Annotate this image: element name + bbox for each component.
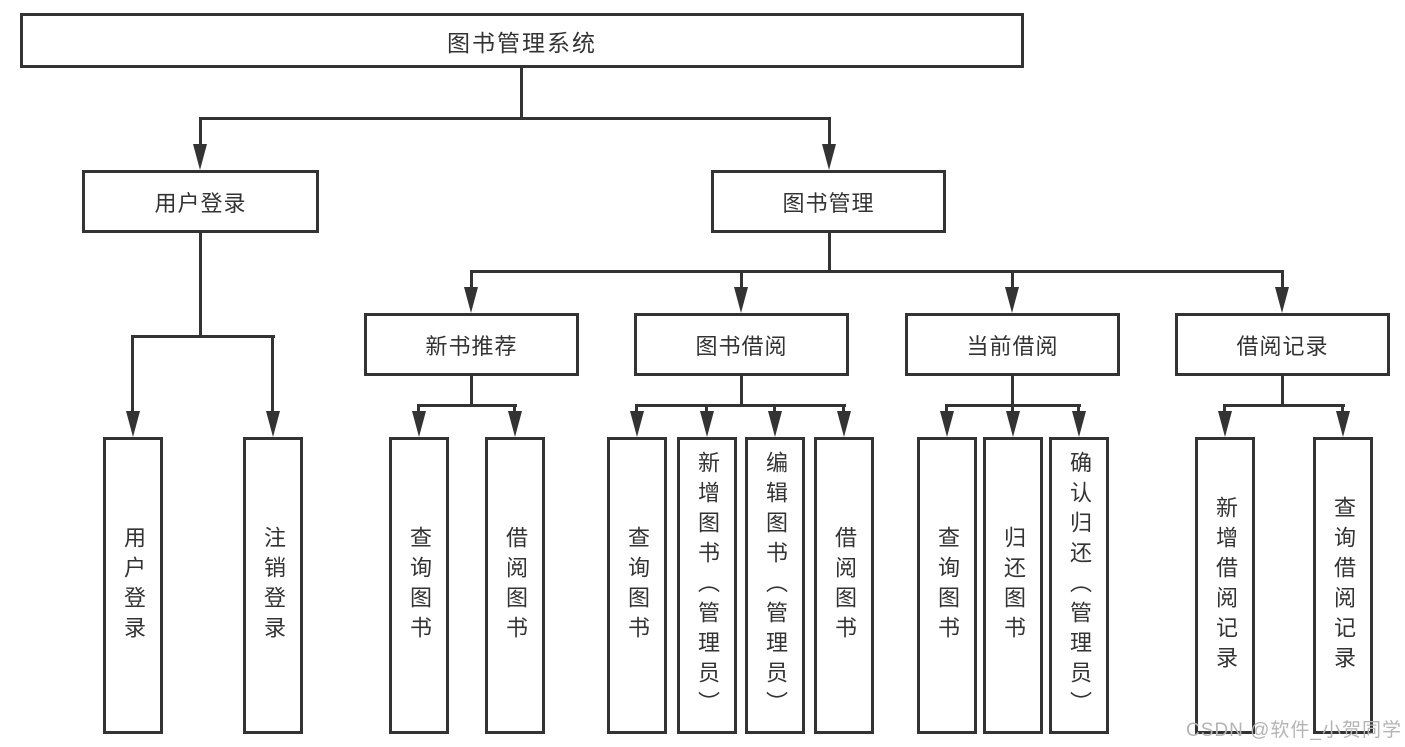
arrow-down-icon — [412, 411, 426, 437]
node-label: 确认归还（管理员） — [1067, 450, 1092, 721]
connector-line — [417, 404, 517, 407]
connector-line — [828, 233, 831, 272]
node-library-management-system: 图书管理系统 — [20, 13, 1024, 68]
node-label: 归还图书 — [1001, 525, 1026, 646]
node-label: 用户登录 — [154, 190, 247, 216]
connector-line — [740, 376, 743, 406]
connector-line — [131, 335, 134, 414]
node-label: 用户登录 — [121, 525, 146, 646]
connector-line — [470, 376, 473, 406]
arrow-down-icon — [940, 411, 954, 437]
leaf-add-book-admin: 新增图书（管理员） — [677, 437, 737, 734]
node-label: 借阅记录 — [1236, 333, 1329, 359]
node-current-borrowing: 当前借阅 — [905, 313, 1120, 376]
leaf-add-borrow-record: 新增借阅记录 — [1195, 437, 1255, 734]
node-label: 新增借阅记录 — [1213, 495, 1238, 676]
node-label: 图书管理系统 — [447, 29, 597, 56]
leaf-edit-book-admin: 编辑图书（管理员） — [745, 437, 805, 734]
connector-line — [417, 404, 420, 413]
arrow-down-icon — [630, 411, 644, 437]
connector-line — [842, 404, 845, 413]
arrow-down-icon — [1336, 411, 1350, 437]
node-label: 查询图书 — [625, 525, 650, 646]
node-book-borrowing: 图书借阅 — [634, 313, 849, 376]
connector-line — [520, 68, 523, 120]
arrow-down-icon — [464, 287, 478, 313]
arrow-down-icon — [508, 411, 522, 437]
arrow-down-icon — [1006, 411, 1020, 437]
arrow-down-icon — [1218, 411, 1232, 437]
connector-line — [271, 335, 274, 414]
node-label: 查询借阅记录 — [1331, 495, 1356, 676]
arrow-down-icon — [1005, 287, 1019, 313]
connector-line — [199, 233, 202, 337]
connector-line — [1341, 404, 1344, 413]
connector-line — [740, 270, 743, 290]
node-label: 新增图书（管理员） — [695, 450, 720, 721]
node-label: 注销登录 — [261, 525, 286, 646]
node-borrowing-records: 借阅记录 — [1175, 313, 1390, 376]
leaf-query-books-current: 查询图书 — [917, 437, 977, 734]
node-label: 当前借阅 — [966, 333, 1059, 359]
connector-line — [470, 270, 1284, 273]
connector-line — [1011, 376, 1014, 406]
leaf-logout: 注销登录 — [243, 437, 303, 734]
node-label: 借阅图书 — [503, 525, 528, 646]
connector-line — [1011, 270, 1014, 290]
leaf-user-login: 用户登录 — [103, 437, 163, 734]
leaf-borrow-books-recommend: 借阅图书 — [485, 437, 545, 734]
leaf-return-book: 归还图书 — [983, 437, 1043, 734]
connector-line — [131, 335, 275, 338]
node-label: 查询图书 — [935, 525, 960, 646]
connector-line — [773, 404, 776, 413]
connector-line — [828, 117, 831, 147]
arrow-down-icon — [266, 411, 280, 437]
node-book-management: 图书管理 — [711, 170, 946, 233]
leaf-query-borrow-record: 查询借阅记录 — [1313, 437, 1373, 734]
leaf-confirm-return-admin: 确认归还（管理员） — [1049, 437, 1109, 734]
arrow-down-icon — [126, 411, 140, 437]
watermark: CSDN @软件_小贺同学 — [1186, 720, 1402, 741]
leaf-query-books-borrowing: 查询图书 — [607, 437, 667, 734]
arrow-down-icon — [734, 287, 748, 313]
arrow-down-icon — [1072, 411, 1086, 437]
connector-line — [470, 270, 473, 290]
connector-line — [1223, 404, 1226, 413]
connector-line — [513, 404, 516, 413]
connector-line — [635, 404, 638, 413]
connector-line — [705, 404, 708, 413]
connector-line — [1223, 404, 1345, 407]
arrow-down-icon — [1275, 287, 1289, 313]
connector-line — [1011, 404, 1014, 413]
node-label: 借阅图书 — [832, 525, 857, 646]
connector-line — [1281, 376, 1284, 406]
node-user-login: 用户登录 — [82, 170, 319, 233]
leaf-query-books-recommend: 查询图书 — [389, 437, 449, 734]
connector-line — [1077, 404, 1080, 413]
connector-line — [635, 404, 846, 407]
node-label: 图书借阅 — [695, 333, 788, 359]
connector-line — [945, 404, 948, 413]
node-label: 查询图书 — [407, 525, 432, 646]
connector-line — [199, 117, 202, 147]
connector-line — [1281, 270, 1284, 290]
node-label: 新书推荐 — [425, 333, 518, 359]
arrow-down-icon — [193, 144, 207, 170]
arrow-down-icon — [822, 144, 836, 170]
node-label: 编辑图书（管理员） — [763, 450, 788, 721]
arrow-down-icon — [837, 411, 851, 437]
node-label: 图书管理 — [782, 190, 875, 216]
node-new-book-recommendation: 新书推荐 — [364, 313, 579, 376]
leaf-borrow-books-borrowing: 借阅图书 — [814, 437, 874, 734]
arrow-down-icon — [768, 411, 782, 437]
arrow-down-icon — [700, 411, 714, 437]
connector-line — [199, 117, 831, 120]
